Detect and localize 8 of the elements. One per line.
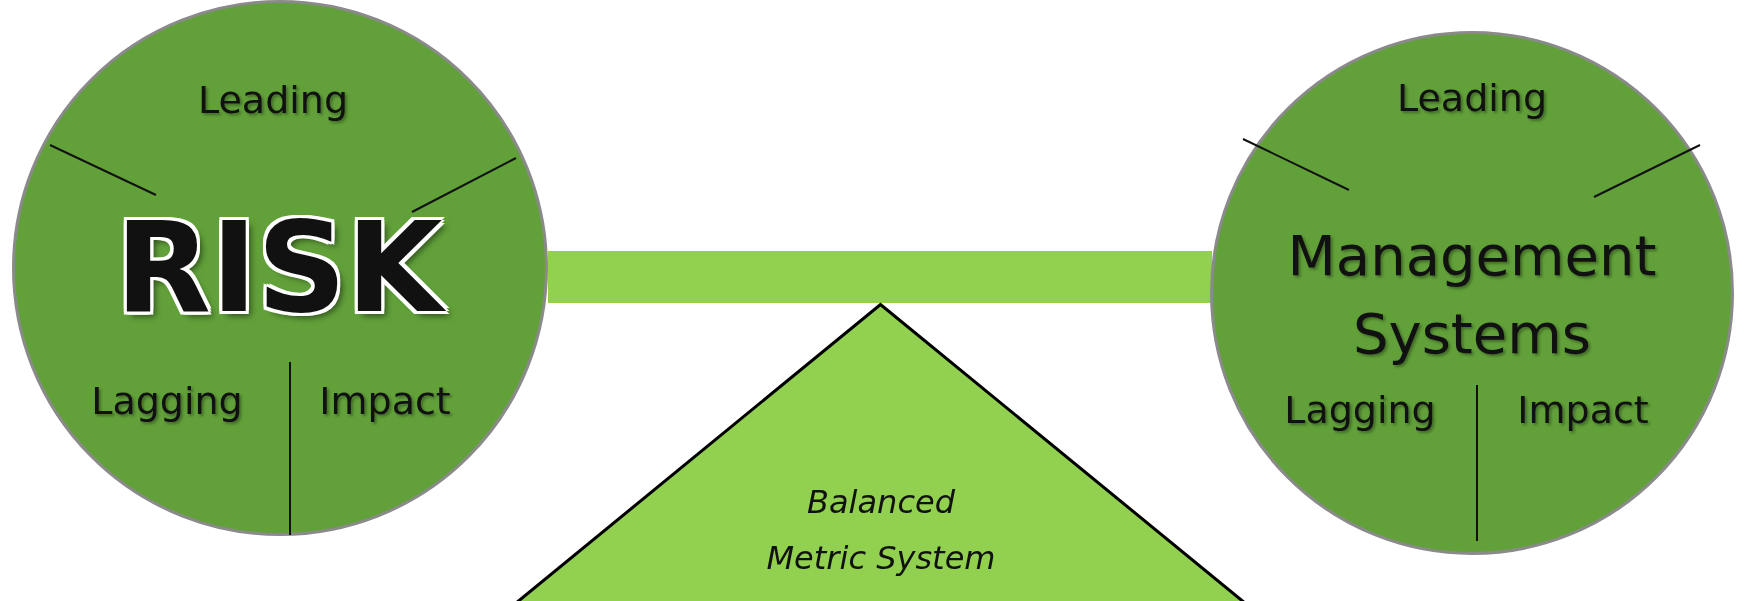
segment-label: Leading — [1396, 76, 1548, 120]
segment-label: Lagging — [1284, 388, 1436, 432]
segment-label: Balanced Metric System — [765, 482, 997, 579]
segment-label: Impact — [319, 379, 451, 423]
segment-label: Impact — [1517, 388, 1649, 432]
segment-label: Leading — [197, 78, 349, 122]
segment-label: Management Systems — [1286, 221, 1658, 368]
segment-label: Lagging — [91, 379, 243, 423]
